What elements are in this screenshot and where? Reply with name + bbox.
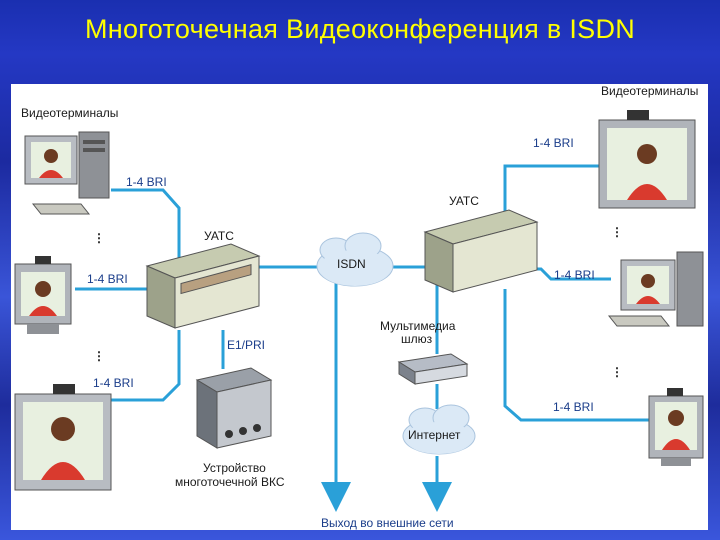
multimedia-gateway-device bbox=[397, 353, 469, 385]
left-terminal-1 bbox=[24, 131, 110, 215]
link-label-bri-right-2: 1-4 BRI bbox=[554, 268, 595, 282]
link-label-e1: E1/PRI bbox=[227, 338, 265, 352]
right-terminal-2 bbox=[607, 251, 704, 327]
right-terminals-label: Видеотерминалы bbox=[601, 84, 698, 98]
gateway-label-line2: шлюз bbox=[401, 332, 433, 346]
isdn-cloud bbox=[316, 232, 394, 287]
left-dots-1: ⋮ bbox=[93, 231, 105, 245]
left-pbx-device bbox=[145, 243, 261, 329]
right-pbx-label: УАТС bbox=[449, 194, 479, 208]
left-terminals-label: Видеотерминалы bbox=[21, 106, 118, 120]
page-title: Многоточечная Видеоконференция в ISDN bbox=[84, 14, 636, 44]
left-dots-2: ⋮ bbox=[93, 349, 105, 363]
link-label-bri-left-2: 1-4 BRI bbox=[87, 272, 128, 286]
link-label-bri-right-3: 1-4 BRI bbox=[553, 400, 594, 414]
internet-cloud-label: Интернет bbox=[408, 428, 461, 442]
mcu-label-line1: Устройство bbox=[203, 461, 266, 475]
mcu-device bbox=[195, 367, 273, 449]
right-dots-2: ⋮ bbox=[611, 365, 623, 379]
left-terminal-2 bbox=[14, 256, 72, 334]
left-terminal-3 bbox=[14, 384, 112, 491]
right-terminal-3 bbox=[648, 388, 704, 466]
connection-lines bbox=[75, 164, 651, 512]
diagram-panel: Видеотерминалы ⋮ ⋮ 1-4 BRI 1-4 BRI 1-4 B… bbox=[11, 84, 708, 530]
gateway-label-line1: Мультимедиа bbox=[380, 319, 456, 333]
network-diagram: Видеотерминалы ⋮ ⋮ 1-4 BRI 1-4 BRI 1-4 B… bbox=[14, 84, 704, 530]
right-dots-1: ⋮ bbox=[611, 225, 623, 239]
right-terminal-1 bbox=[598, 110, 696, 209]
mcu-label-line2: многоточечной ВКС bbox=[175, 475, 285, 489]
link-label-bri-left-3: 1-4 BRI bbox=[93, 376, 134, 390]
right-pbx-device bbox=[423, 209, 539, 293]
external-exit-label: Выход во внешние сети bbox=[321, 516, 454, 530]
link-label-bri-right-1: 1-4 BRI bbox=[533, 136, 574, 150]
internet-cloud bbox=[402, 404, 476, 455]
left-pbx-label: УАТС bbox=[204, 229, 234, 243]
isdn-cloud-label: ISDN bbox=[337, 257, 366, 271]
link-label-bri-left-1: 1-4 BRI bbox=[126, 175, 167, 189]
